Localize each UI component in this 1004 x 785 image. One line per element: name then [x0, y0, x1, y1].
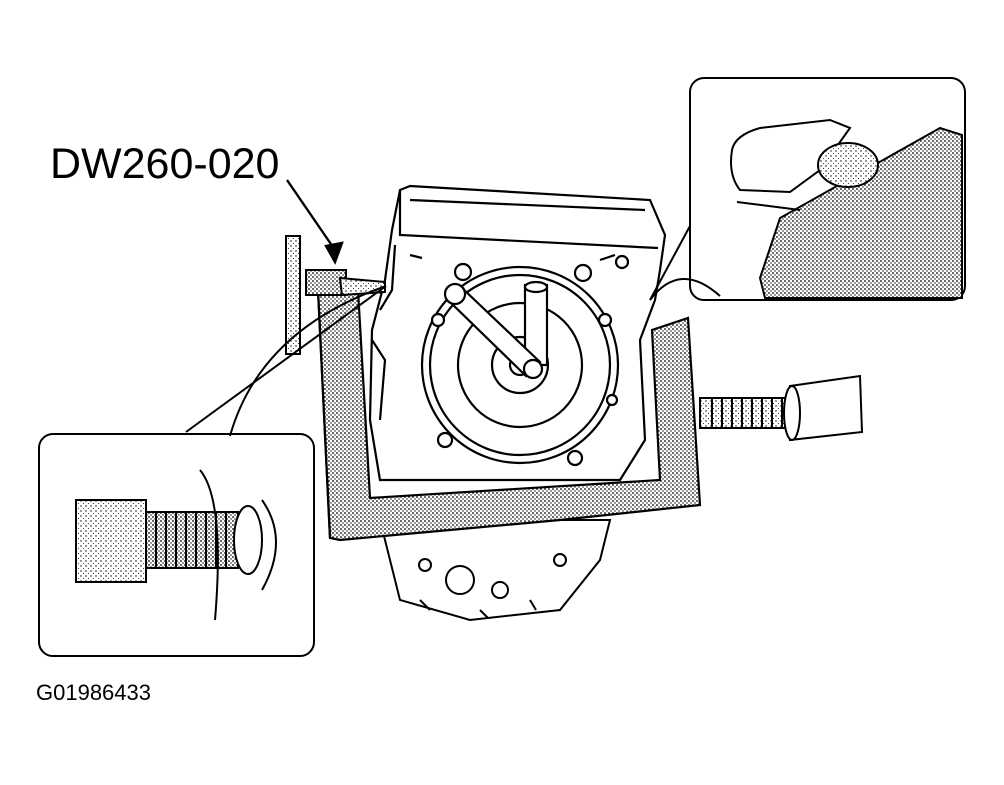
transmission-lower-case	[378, 519, 612, 622]
forcing-screw	[699, 374, 864, 442]
puller-frame	[316, 288, 702, 542]
tool-leader-arrow	[286, 179, 344, 265]
tool-number-label: DW260-020	[50, 140, 280, 188]
detail-hook-inset	[649, 77, 966, 301]
figure-id-label: G01986433	[36, 680, 151, 705]
bell-housing	[420, 262, 620, 467]
detail-bolt-inset	[38, 285, 387, 657]
